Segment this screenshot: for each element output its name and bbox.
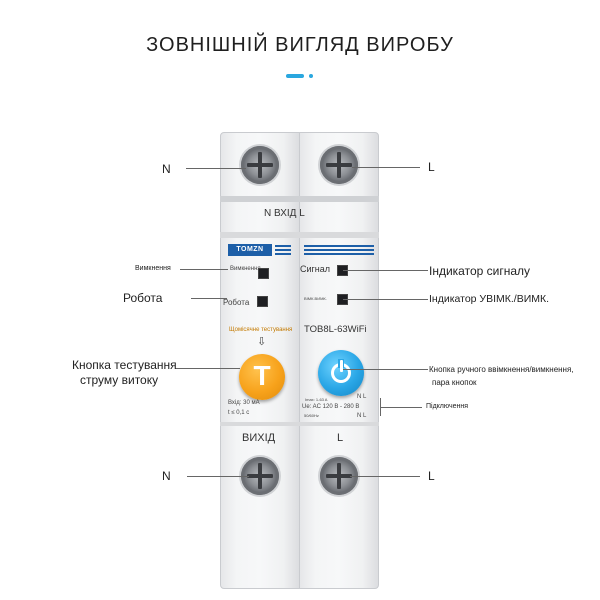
callout-line-l-bottom xyxy=(350,476,420,477)
callout-line-n-top xyxy=(186,168,246,169)
callout-test-line2: струму витоку xyxy=(80,373,159,387)
manual-power-button[interactable] xyxy=(318,350,364,396)
model-label: TOB8L-63WiFi xyxy=(304,324,367,335)
callout-connection: Підключення xyxy=(426,403,469,410)
logo-stripe xyxy=(275,253,291,255)
callout-line-test xyxy=(175,368,240,369)
onoff-small-label: ВІМК.ВИМК. xyxy=(304,296,327,301)
trip-time-label: t ≤ 0,1 с xyxy=(228,410,250,416)
front-cover-bottom-edge xyxy=(220,422,379,426)
callout-line-connection xyxy=(380,407,422,408)
callout-line-l-top xyxy=(352,167,420,168)
right-stripe xyxy=(304,245,374,247)
front-cover-top-edge xyxy=(220,232,379,238)
callout-line-n-bottom xyxy=(187,476,249,477)
output-l-label: L xyxy=(337,432,344,444)
callout-manual-line1: Кнопка ручного ввімкнення/вимкнення, xyxy=(429,365,574,374)
callout-test-line1: Кнопка тестування xyxy=(72,358,177,372)
voltage-label: Ue: AC 120 В - 280 В xyxy=(302,404,360,410)
callout-line-manual xyxy=(343,369,428,370)
test-caption: Щомісячне тестування xyxy=(229,327,293,333)
terminal-screw-l-top-icon[interactable] xyxy=(320,146,358,184)
title-accent-dot xyxy=(309,74,313,78)
input-label: N ВХІД L xyxy=(264,208,305,219)
callout-n-top: N xyxy=(162,162,171,176)
upper-step xyxy=(220,196,379,202)
nl-bottom-label: N L xyxy=(357,413,367,419)
logo-stripe xyxy=(275,249,291,251)
nl-top-label: N L xyxy=(357,394,367,400)
page-title: ЗОВНІШНІЙ ВИГЛЯД ВИРОБУ xyxy=(146,34,454,56)
breaker-device: N ВХІД L TOMZN Вимкнення Сигнал Робота В… xyxy=(220,132,379,589)
led-off-indicator xyxy=(258,268,269,279)
brand-logo: TOMZN xyxy=(228,244,272,256)
callout-line-work xyxy=(191,298,227,299)
signal-label: Сигнал xyxy=(300,264,331,274)
callout-line-off xyxy=(180,269,228,270)
rating-small-label: Imax: 1-63 A xyxy=(305,397,328,402)
t-letter-icon: T xyxy=(253,360,271,391)
callout-work: Робота xyxy=(123,291,163,305)
logo-stripe xyxy=(275,245,291,247)
callout-l-bottom: L xyxy=(428,469,435,483)
right-stripe xyxy=(304,249,374,251)
input-current-label: Вхід: 30 мА xyxy=(228,400,260,406)
indicator-off-label: Вимкнення xyxy=(230,266,261,272)
callout-line-onoff xyxy=(343,299,428,300)
callout-onoff: Індикатор УВІМК./ВИМК. xyxy=(429,293,550,305)
callout-line-signal xyxy=(343,270,428,271)
test-button[interactable]: T xyxy=(239,354,285,400)
led-work-indicator xyxy=(257,296,268,307)
freq-label: 50/60Hz xyxy=(304,413,319,418)
terminal-screw-n-top-icon[interactable] xyxy=(241,146,279,184)
callout-off: Вимкнення xyxy=(135,265,171,272)
test-arrow-icon: ⇩ xyxy=(257,336,267,348)
title-accent-bar xyxy=(286,74,304,78)
indicator-work-label: Робота xyxy=(223,298,250,307)
callout-n-bottom: N xyxy=(162,469,171,483)
callout-l-top: L xyxy=(428,160,435,174)
output-label: ВИХІД xyxy=(242,432,276,444)
callout-signal: Індикатор сигналу xyxy=(429,264,531,278)
callout-manual-line2: пара кнопок xyxy=(432,378,477,387)
right-stripe xyxy=(304,253,374,255)
